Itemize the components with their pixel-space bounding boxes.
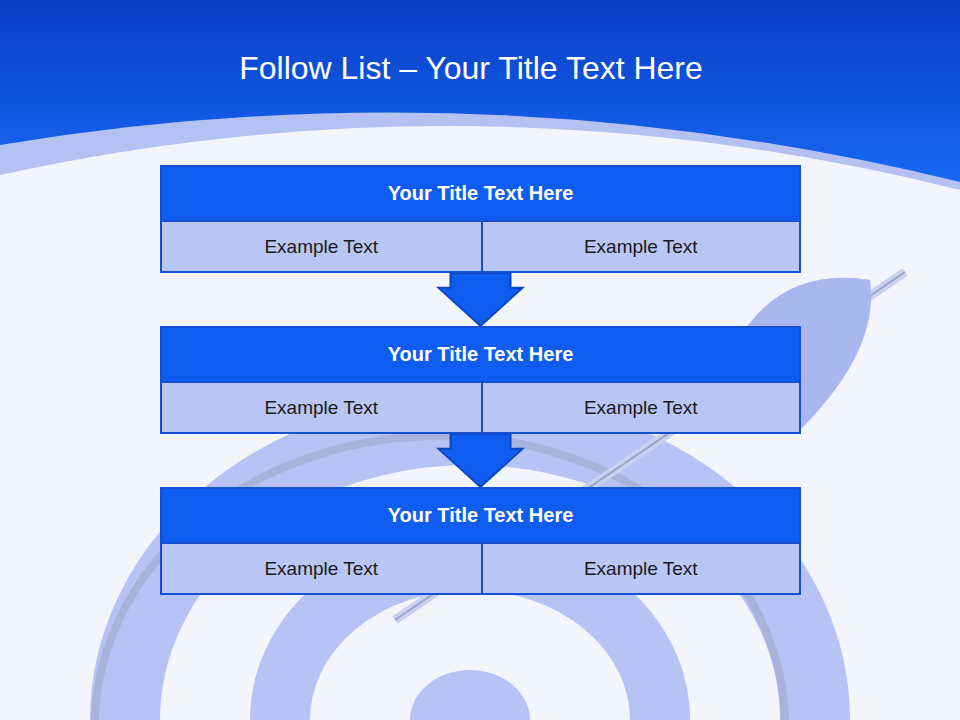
step-box: Your Title Text HereExample Text Example … (160, 487, 801, 595)
example-text: Example Text (264, 558, 378, 580)
example-cell: Example Text (481, 383, 800, 432)
step-title: Your Title Text Here (162, 328, 799, 383)
step-title: Your Title Text Here (162, 167, 799, 222)
example-text: Example Text (264, 397, 378, 419)
example-cell: Example Text (162, 544, 481, 593)
step-box: Your Title Text HereExample Text Example … (160, 326, 801, 434)
step-box: Your Title Text HereExample Text Example … (160, 165, 801, 273)
example-cell: Example Text (481, 544, 800, 593)
example-text: Example Text (264, 236, 378, 258)
block-arrow (439, 273, 523, 326)
example-cell: Example Text (162, 383, 481, 432)
example-text: Example Text (584, 397, 698, 419)
step-title: Your Title Text Here (162, 489, 799, 544)
example-text: Example Text (584, 558, 698, 580)
example-cell: Example Text (162, 222, 481, 271)
header-band (0, 0, 960, 182)
slide-title: Follow List – Your Title Text Here (0, 50, 942, 87)
example-text: Example Text (584, 236, 698, 258)
example-cell: Example Text (481, 222, 800, 271)
target-illustration (95, 272, 905, 720)
block-arrow (439, 434, 523, 487)
